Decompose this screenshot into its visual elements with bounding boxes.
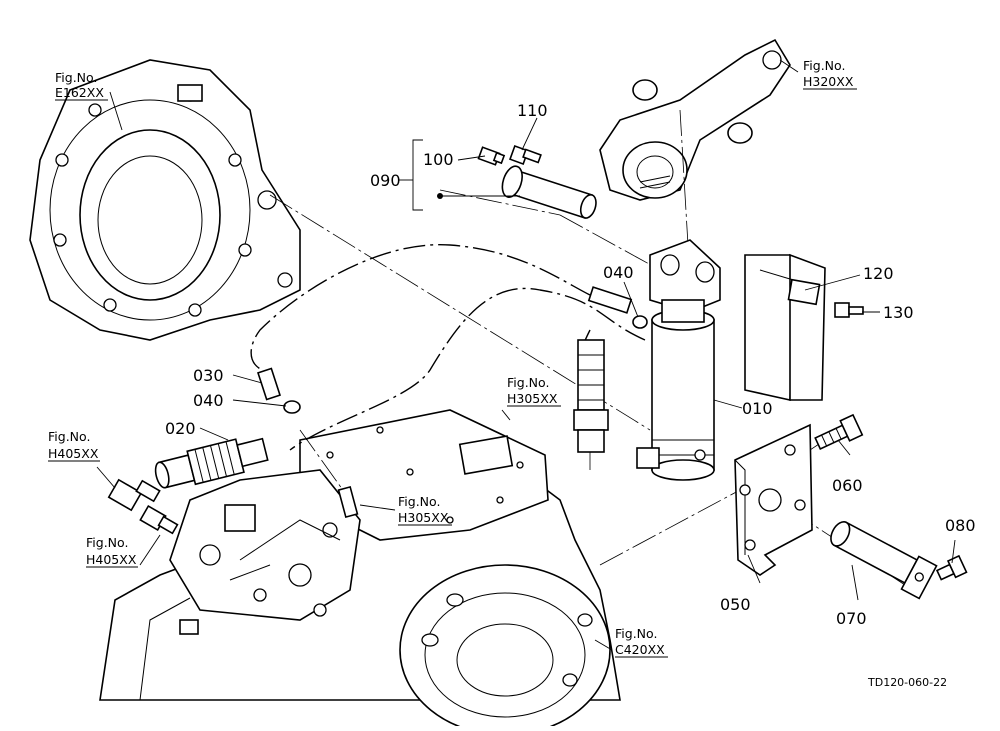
label-090: 090 (370, 171, 401, 190)
svg-text:H305XX: H305XX (507, 391, 558, 406)
label-110: 110 (517, 101, 548, 120)
label-040-left: 040 (193, 391, 224, 410)
part-100-grease-nipple (477, 146, 506, 166)
label-120: 120 (863, 264, 894, 283)
label-080: 080 (945, 516, 976, 535)
label-010: 010 (742, 399, 773, 418)
part-070-pin (830, 520, 938, 600)
label-040-right: 040 (603, 263, 634, 282)
transmission-housing (99, 409, 621, 731)
leader-lines (96, 59, 956, 651)
part-030-sleeve (257, 286, 633, 519)
lift-arm (599, 38, 791, 201)
svg-text:Fig.No.: Fig.No. (398, 494, 440, 509)
svg-text:Fig.No.: Fig.No. (615, 626, 657, 641)
h405-fittings (107, 478, 179, 535)
svg-text:H320XX: H320XX (803, 74, 854, 89)
svg-text:C420XX: C420XX (615, 642, 665, 657)
svg-text:H405XX: H405XX (48, 446, 99, 461)
figure-ref-e162[interactable]: Fig.No. E162XX (55, 70, 104, 100)
svg-text:H405XX: H405XX (86, 552, 137, 567)
svg-text:Fig.No.: Fig.No. (55, 70, 97, 85)
part-110-bolt (509, 145, 542, 165)
part-number-labels: 010 020 030 040 040 050 060 070 080 090 … (165, 101, 976, 628)
svg-text:H305XX: H305XX (398, 510, 449, 525)
part-080-bolt (935, 554, 968, 581)
figure-ref-h305-bottom[interactable]: Fig.No. H305XX (398, 494, 449, 525)
label-020: 020 (165, 419, 196, 438)
svg-text:Fig.No.: Fig.No. (507, 375, 549, 390)
label-050: 050 (720, 595, 751, 614)
figure-ref-h405-upper[interactable]: Fig.No. H405XX (48, 429, 99, 461)
figure-ref-h305-top[interactable]: Fig.No. H305XX (507, 375, 558, 406)
hydraulic-hose-lines (250, 244, 646, 451)
part-020-hose-fitting (154, 437, 269, 489)
label-060: 060 (832, 476, 863, 495)
part-010-cylinder (636, 239, 721, 481)
part-060-bolt (814, 413, 864, 450)
part-040-clamp (283, 315, 648, 414)
label-030: 030 (193, 366, 224, 385)
figure-ref-underlines (48, 88, 857, 658)
svg-text:E162XX: E162XX (55, 85, 104, 100)
drawing-code: TD120-060-22 (867, 676, 947, 689)
part-120-cover (744, 253, 826, 401)
part-090-pin (437, 165, 597, 219)
figure-ref-c420[interactable]: Fig.No. C420XX (615, 626, 665, 657)
svg-text:Fig.No.: Fig.No. (48, 429, 90, 444)
figure-ref-h405-lower[interactable]: Fig.No. H405XX (86, 535, 137, 567)
label-100: 100 (423, 150, 454, 169)
label-070: 070 (836, 609, 867, 628)
svg-text:Fig.No.: Fig.No. (86, 535, 128, 550)
flywheel-housing (29, 59, 301, 341)
upper-hose-fitting (573, 339, 609, 453)
part-130-bolt (834, 302, 864, 318)
label-130: 130 (883, 303, 914, 322)
part-050-bracket (734, 423, 813, 576)
svg-text:Fig.No.: Fig.No. (803, 58, 845, 73)
figure-ref-h320[interactable]: Fig.No. H320XX (803, 58, 854, 89)
